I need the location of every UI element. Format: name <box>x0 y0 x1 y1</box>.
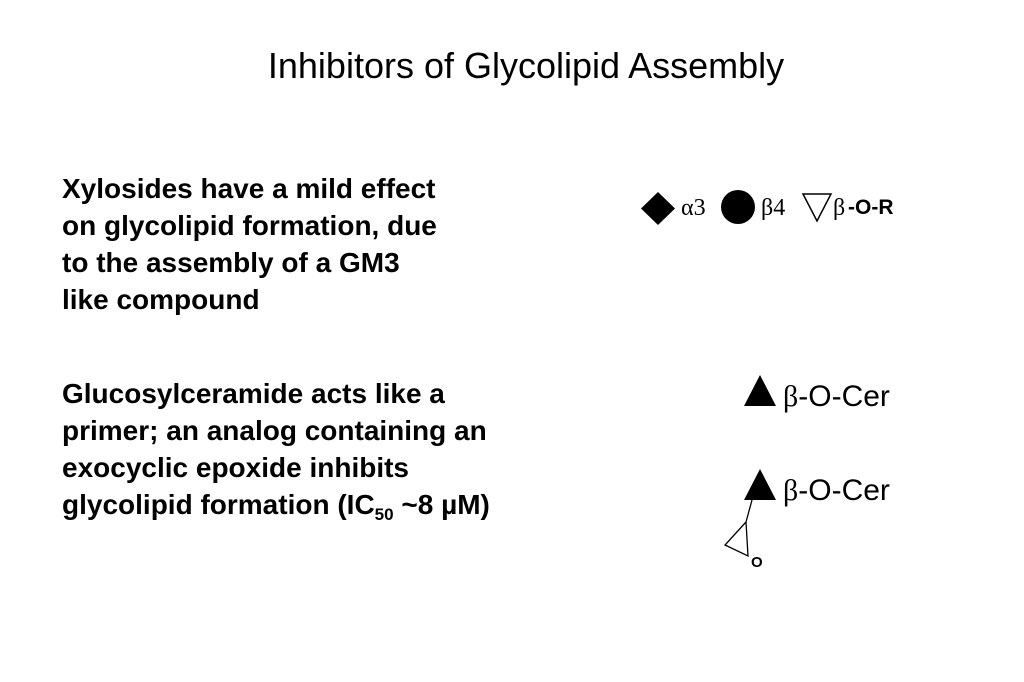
paragraph-line: exocyclic epoxide inhibits <box>62 452 410 483</box>
filled-up-triangle-icon <box>744 375 776 406</box>
ic50-subscript: 50 <box>374 505 394 524</box>
paragraph-line-ic50: glycolipid formation (IC50 ~8 µM) <box>62 486 490 523</box>
epoxide-oxygen-label: O <box>751 554 763 571</box>
filled-up-triangle-icon <box>744 469 776 500</box>
anomer-beta-label: β <box>783 380 799 413</box>
ic50-prefix: glycolipid formation (IC <box>62 489 375 520</box>
linkage-alpha3-label: α3 <box>681 195 706 221</box>
slide-title: Inhibitors of Glycolipid Assembly <box>267 45 785 86</box>
paragraph-line: like compound <box>62 284 260 315</box>
aglycone-cer-label: -O-Cer <box>798 474 890 507</box>
paragraph-line: Xylosides have a mild effect <box>62 173 436 204</box>
aglycone-cer-label: -O-Cer <box>798 380 890 413</box>
aglycone-or-label: -O-R <box>848 196 894 219</box>
paragraph-line: to the assembly of a GM3 <box>62 247 400 278</box>
epoxide-ring-icon <box>723 499 753 558</box>
filled-circle-icon <box>721 190 755 224</box>
open-down-triangle-icon <box>801 193 833 223</box>
anomer-beta-label: β <box>783 474 799 507</box>
xyloside-paragraph: Xylosides have a mild effect on glycolip… <box>62 170 437 318</box>
paragraph-line: Glucosylceramide acts like a <box>62 378 445 409</box>
ic50-suffix: ~8 µM) <box>393 489 490 520</box>
glccer-label: β-O-Cer <box>783 380 890 414</box>
epoxide-glccer-label: β-O-Cer <box>783 474 890 508</box>
filled-diamond-icon <box>641 192 675 225</box>
glucosylceramide-paragraph: Glucosylceramide acts like a primer; an … <box>62 375 490 523</box>
linkage-beta4-label: β4 <box>761 195 786 221</box>
paragraph-line: on glycolipid formation, due <box>62 210 437 241</box>
paragraph-line: primer; an analog containing an <box>62 415 487 446</box>
linkage-beta-label: β <box>833 195 846 221</box>
